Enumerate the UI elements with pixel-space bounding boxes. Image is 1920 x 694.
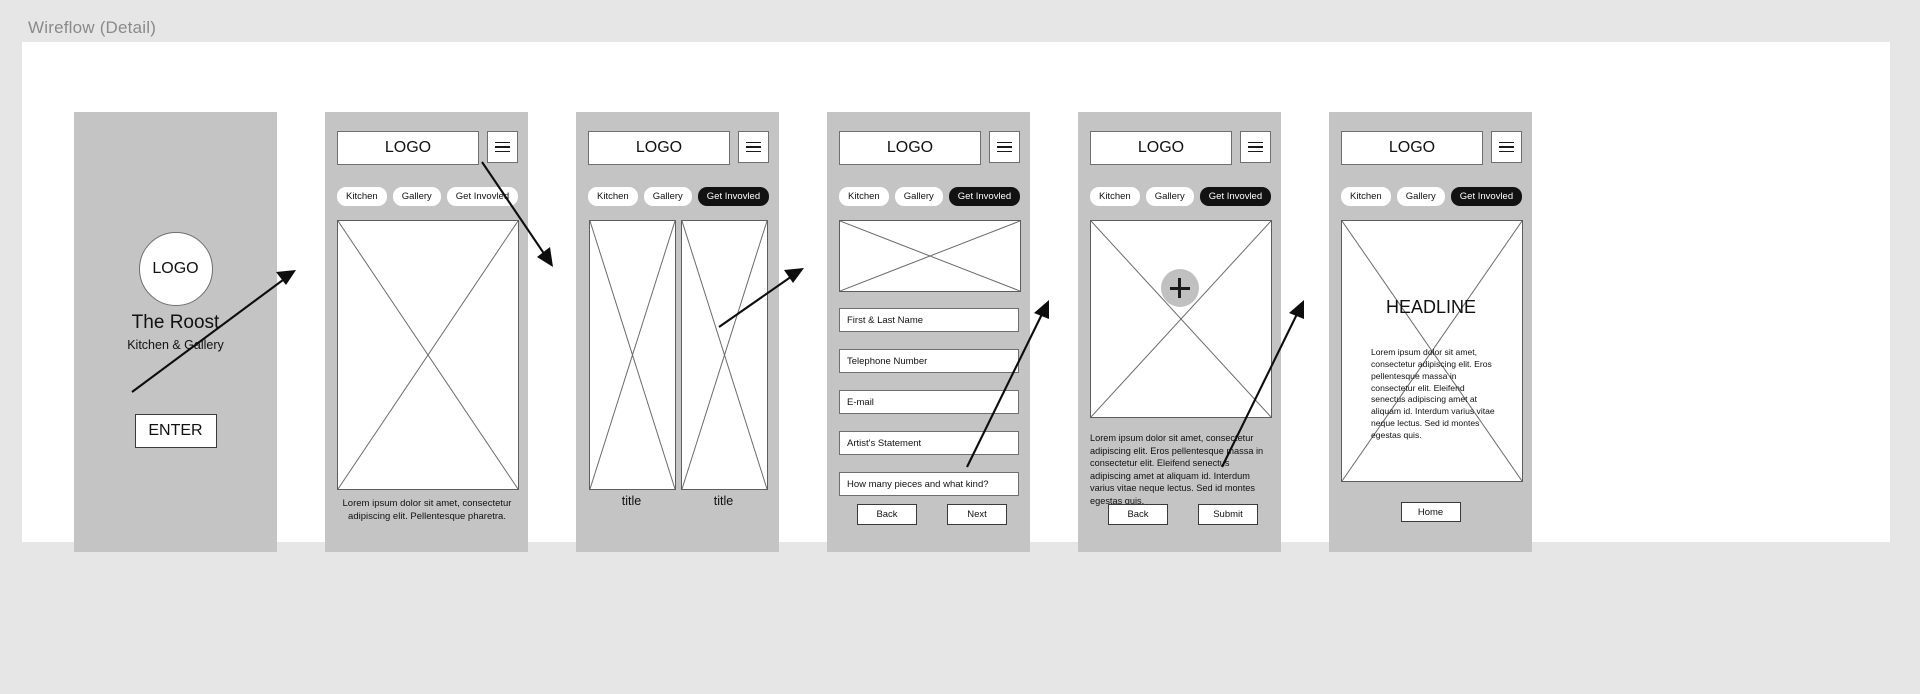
nav-item-gallery[interactable]: Gallery: [1145, 187, 1194, 206]
nav-item-get-involved[interactable]: Get Invovled: [446, 187, 519, 206]
logo-bar[interactable]: LOGO: [839, 131, 981, 165]
nav-item-gallery[interactable]: Gallery: [1396, 187, 1445, 206]
submit-button[interactable]: Submit: [1198, 504, 1258, 525]
nav-pills: Kitchen Gallery Get Invovled: [337, 187, 519, 206]
screen-splash: LOGO The Roost Kitchen & Gallery ENTER: [74, 112, 277, 552]
nav-pills: Kitchen Gallery Get Invovled: [1090, 187, 1272, 206]
field-email[interactable]: E-mail: [839, 390, 1019, 414]
hamburger-line: [1499, 141, 1514, 144]
nav-item-gallery[interactable]: Gallery: [643, 187, 692, 206]
field-telephone-number[interactable]: Telephone Number: [839, 349, 1019, 373]
headline: HEADLINE: [1385, 297, 1477, 317]
nav-item-kitchen[interactable]: Kitchen: [839, 187, 889, 206]
hamburger-line: [746, 141, 761, 144]
hamburger-line: [997, 141, 1012, 144]
next-button[interactable]: Next: [947, 504, 1007, 525]
nav-item-get-involved[interactable]: Get Invovled: [1199, 187, 1272, 206]
brand-name: The Roost: [131, 312, 220, 333]
confirmation-body-text: Lorem ipsum dolor sit amet, consectetur …: [1371, 347, 1495, 441]
hamburger-icon[interactable]: [1491, 131, 1522, 163]
gallery-tile[interactable]: [681, 220, 768, 490]
hamburger-line: [1499, 150, 1514, 153]
field-pieces-kind[interactable]: How many pieces and what kind?: [839, 472, 1019, 496]
nav-item-kitchen[interactable]: Kitchen: [588, 187, 638, 206]
screen-home: LOGO Kitchen Gallery Get Invovled Lorem …: [325, 112, 528, 552]
hamburger-line: [997, 146, 1012, 148]
screen-confirmation: LOGO Kitchen Gallery Get Invovled HEADLI…: [1329, 112, 1532, 552]
hamburger-line: [746, 146, 761, 148]
upload-body-text: Lorem ipsum dolor sit amet, consectetur …: [1090, 433, 1264, 506]
back-button[interactable]: Back: [857, 504, 917, 525]
gallery-tile-title: title: [713, 494, 734, 508]
hamburger-line: [495, 150, 510, 153]
nav-item-kitchen[interactable]: Kitchen: [1341, 187, 1391, 206]
field-first-last-name[interactable]: First & Last Name: [839, 308, 1019, 332]
hamburger-icon[interactable]: [1240, 131, 1271, 163]
home-button[interactable]: Home: [1400, 502, 1461, 522]
page-title: Wireflow (Detail): [28, 18, 157, 37]
nav-item-get-involved[interactable]: Get Invovled: [697, 187, 770, 206]
back-button[interactable]: Back: [1108, 504, 1168, 525]
nav-item-get-involved[interactable]: Get Invovled: [1450, 187, 1523, 206]
hamburger-line: [746, 150, 761, 153]
screen-form: LOGO Kitchen Gallery Get Invovled First …: [827, 112, 1030, 552]
image-placeholder: [1341, 220, 1523, 482]
gallery-tile[interactable]: [589, 220, 676, 490]
nav-item-kitchen[interactable]: Kitchen: [337, 187, 387, 206]
nav-pills: Kitchen Gallery Get Invovled: [588, 187, 770, 206]
nav-item-get-involved[interactable]: Get Invovled: [948, 187, 1021, 206]
enter-button[interactable]: ENTER: [134, 414, 217, 448]
hamburger-line: [495, 141, 510, 144]
hamburger-line: [495, 146, 510, 148]
nav-pills: Kitchen Gallery Get Invovled: [839, 187, 1021, 206]
hamburger-icon[interactable]: [487, 131, 518, 163]
hamburger-line: [1248, 141, 1263, 144]
hamburger-icon[interactable]: [738, 131, 769, 163]
logo-bar[interactable]: LOGO: [337, 131, 479, 165]
hamburger-line: [1248, 146, 1263, 148]
nav-item-kitchen[interactable]: Kitchen: [1090, 187, 1140, 206]
screen-upload: LOGO Kitchen Gallery Get Invovled Lorem …: [1078, 112, 1281, 552]
screen-gallery: LOGO Kitchen Gallery Get Invovled title …: [576, 112, 779, 552]
gallery-tile-title: title: [621, 494, 642, 508]
wireflow-canvas: LOGO The Roost Kitchen & Gallery ENTER L…: [22, 42, 1890, 552]
hamburger-line: [997, 150, 1012, 153]
plus-vertical-bar: [1178, 278, 1181, 298]
nav-pills: Kitchen Gallery Get Invovled: [1341, 187, 1523, 206]
upload-button-row: Back Submit: [1090, 504, 1270, 525]
logo-circle: LOGO: [138, 232, 213, 306]
upload-placeholder: [1090, 220, 1272, 418]
hamburger-line: [1499, 146, 1514, 148]
logo-bar[interactable]: LOGO: [588, 131, 730, 165]
form-button-row: Back Next: [839, 504, 1019, 525]
nav-item-gallery[interactable]: Gallery: [894, 187, 943, 206]
field-artists-statement[interactable]: Artist's Statement: [839, 431, 1019, 455]
image-placeholder: [839, 220, 1021, 292]
hamburger-line: [1248, 150, 1263, 153]
nav-item-gallery[interactable]: Gallery: [392, 187, 441, 206]
image-caption: Lorem ipsum dolor sit amet, consectetur …: [342, 498, 512, 522]
brand-subtitle: Kitchen & Gallery: [127, 338, 224, 352]
plus-circle-icon[interactable]: [1160, 269, 1199, 307]
logo-bar[interactable]: LOGO: [1090, 131, 1232, 165]
hamburger-icon[interactable]: [989, 131, 1020, 163]
logo-bar[interactable]: LOGO: [1341, 131, 1483, 165]
image-placeholder: [337, 220, 519, 490]
